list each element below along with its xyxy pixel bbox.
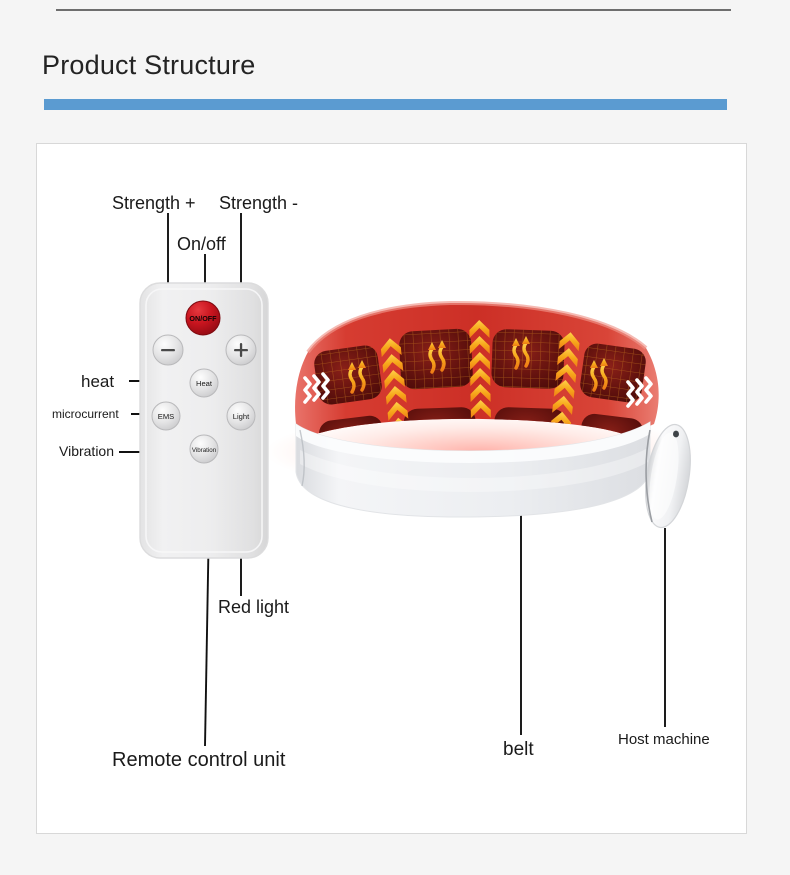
callout-remote-control-unit: Remote control unit [112,749,286,771]
callout-on-off: On/off [177,234,226,254]
callout-strength-minus: Strength - [219,193,299,213]
top-divider-rule [56,9,731,11]
callout-red-light: Red light [218,597,290,617]
callout-host-machine: Host machine [618,731,710,748]
title-accent-bar [44,99,727,110]
callout-belt: belt [503,739,534,760]
callout-heat: heat [81,372,115,391]
callout-strength-plus: Strength + [112,193,196,213]
page-title: Product Structure [42,50,256,80]
callout-vibration: Vibration [59,443,115,459]
callout-microcurrent: microcurrent [52,407,119,421]
